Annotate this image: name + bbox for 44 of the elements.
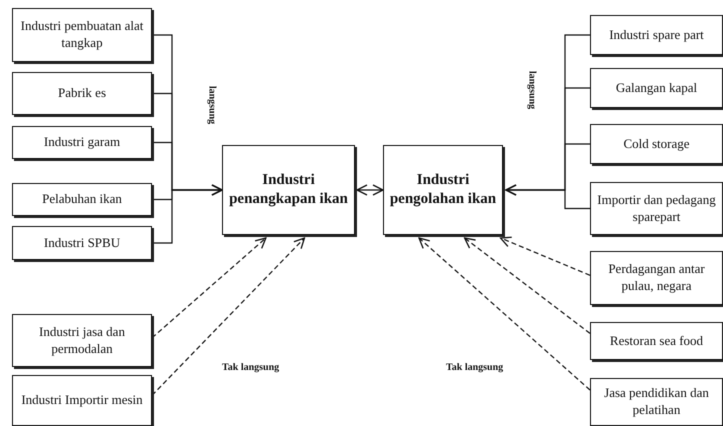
- link-type-label: Tak langsung: [222, 362, 280, 373]
- box-label: Industri pembuatan alat tangkap: [20, 18, 144, 52]
- industry-box: [12, 72, 152, 115]
- arrow: [356, 184, 384, 196]
- box-label: Industri garam: [44, 134, 120, 151]
- box-label: Restoran sea food: [610, 332, 704, 350]
- box-label: Importir dan pedagang sparepart: [596, 192, 717, 226]
- dashed-arrow: [464, 237, 590, 334]
- box-label: Jasa pendidikan dan pelatihan: [603, 385, 710, 419]
- vertical-label: langsung: [526, 70, 538, 110]
- main-industry-box: [222, 145, 355, 235]
- dashed-arrow: [418, 237, 590, 390]
- box-label: Perdagangan antar pulau, negara: [607, 261, 706, 295]
- dashed-arrow: [152, 237, 306, 396]
- industry-box: [12, 314, 152, 367]
- industry-box: [590, 124, 723, 164]
- industry-box: [12, 8, 152, 62]
- vertical-label: langsung: [206, 86, 218, 124]
- industry-box: [590, 182, 723, 235]
- box-label: Pabrik es: [58, 85, 106, 102]
- industry-box: [590, 15, 723, 55]
- box-label: Industri spare part: [609, 26, 704, 44]
- industry-box: [12, 183, 152, 216]
- box-label: Galangan kapal: [616, 80, 698, 96]
- arrow: [505, 184, 590, 210]
- industry-box: [590, 68, 723, 108]
- box-label: Industri penangkapan ikan: [228, 171, 349, 209]
- main-industry-box: [383, 145, 503, 235]
- dashed-arrow: [500, 236, 590, 276]
- box-label: Pelabuhan ikan: [42, 191, 122, 208]
- box-label: Industri pengolahan ikan: [388, 171, 498, 209]
- industry-box: [12, 375, 152, 426]
- box-label: Industri Importir mesin: [21, 392, 143, 409]
- industry-box: [12, 126, 152, 159]
- industry-box: [590, 378, 723, 426]
- industry-box: [590, 251, 723, 305]
- box-label: Industri jasa dan permodalan: [38, 324, 126, 358]
- link-type-label: Tak langsung: [446, 362, 504, 373]
- industry-box: [590, 322, 723, 360]
- dashed-arrow: [152, 237, 267, 338]
- box-label: Industri SPBU: [44, 234, 120, 252]
- box-label: Cold storage: [623, 136, 690, 152]
- arrow: [152, 184, 223, 244]
- industry-box: [12, 226, 152, 260]
